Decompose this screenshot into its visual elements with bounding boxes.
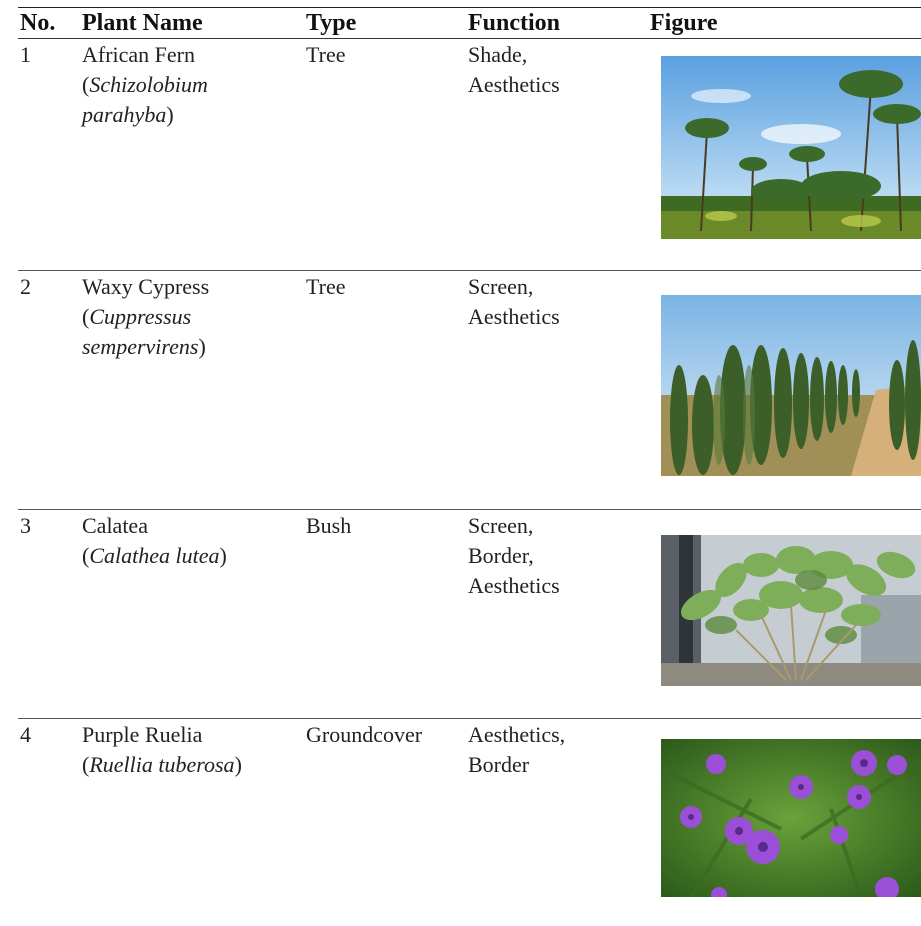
- table-top-rule: [18, 7, 921, 8]
- plant-function: Shade, Aesthetics: [468, 40, 560, 100]
- row-rule: [18, 718, 921, 719]
- plant-name-cell: Purple Ruelia (Ruellia tuberosa): [82, 722, 242, 777]
- function-item: Aesthetics: [468, 573, 560, 598]
- plant-function: Screen, Border, Aesthetics: [468, 511, 560, 601]
- function-item: Aesthetics: [468, 72, 560, 97]
- plant-name-cell: Waxy Cypress (Cuppressus sempervirens): [82, 274, 210, 359]
- header-figure: Figure: [650, 10, 718, 36]
- scientific-name-cont: parahyba: [82, 102, 167, 127]
- function-item: Shade,: [468, 42, 528, 67]
- cypress-row-photo: [661, 295, 921, 476]
- scientific-name: Cuppressus: [89, 304, 192, 329]
- function-item: Border,: [468, 543, 534, 568]
- function-item: Screen,: [468, 513, 534, 538]
- plant-function: Aesthetics, Border: [468, 720, 565, 780]
- calathea-bush-photo: [661, 535, 921, 686]
- function-item: Aesthetics: [468, 304, 560, 329]
- row-number: 3: [20, 513, 31, 538]
- common-name: Calatea: [82, 513, 148, 538]
- row-number: 1: [20, 42, 31, 67]
- header-type: Type: [306, 10, 357, 36]
- row-number: 2: [20, 274, 31, 299]
- plant-type: Groundcover: [306, 722, 423, 747]
- header-function: Function: [468, 10, 561, 36]
- plant-type: Tree: [306, 274, 346, 299]
- plant-name-cell: Calatea (Calathea lutea): [82, 513, 227, 568]
- plant-type: Tree: [306, 42, 346, 67]
- header-no: No.: [20, 10, 56, 36]
- scientific-name: Ruellia tuberosa: [89, 752, 235, 777]
- plant-function: Screen, Aesthetics: [468, 272, 560, 332]
- function-item: Screen,: [468, 274, 534, 299]
- row-number: 4: [20, 722, 31, 747]
- ruellia-flower-photo: [661, 739, 921, 897]
- common-name: Purple Ruelia: [82, 722, 203, 747]
- plant-type: Bush: [306, 513, 352, 538]
- plant-name-cell: African Fern (Schizolobium parahyba): [82, 42, 208, 127]
- common-name: Waxy Cypress: [82, 274, 210, 299]
- fern-tree-photo: [661, 56, 921, 239]
- header-rule: [18, 38, 921, 39]
- function-item: Aesthetics,: [468, 722, 566, 747]
- row-rule: [18, 509, 921, 510]
- scientific-name-cont: sempervirens: [82, 334, 199, 359]
- common-name: African Fern: [82, 42, 196, 67]
- header-plant-name: Plant Name: [82, 10, 203, 36]
- function-item: Border: [468, 752, 530, 777]
- row-rule: [18, 270, 921, 271]
- scientific-name: Calathea lutea: [89, 543, 220, 568]
- scientific-name: Schizolobium: [89, 72, 208, 97]
